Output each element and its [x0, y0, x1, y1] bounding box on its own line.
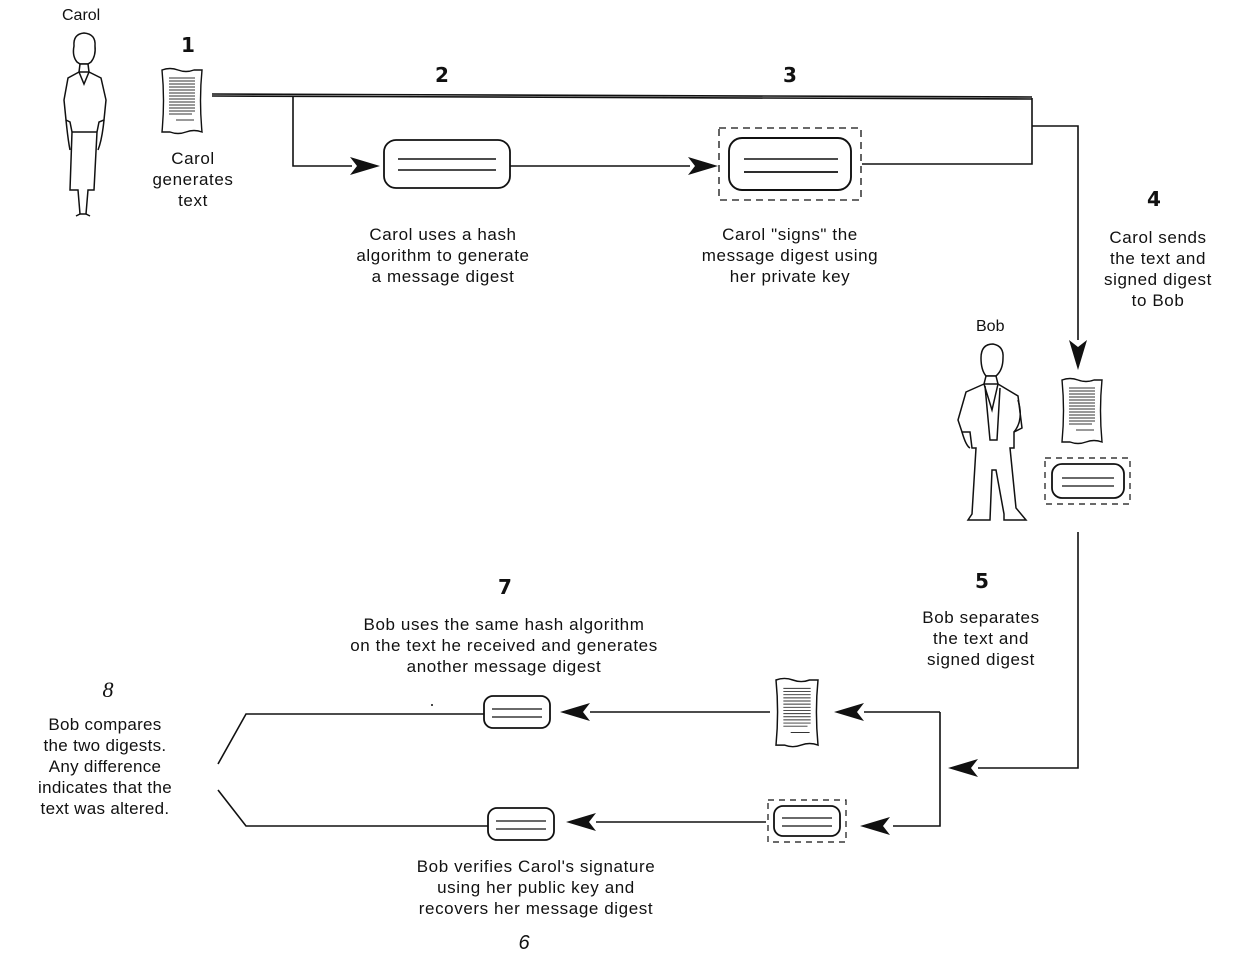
bob-name-label: Bob: [976, 318, 1005, 335]
step-8-number: 8: [102, 677, 114, 702]
step-2-description: Carol uses a hash algorithm to generate …: [356, 225, 530, 286]
step-5-description: Bob separates the text and signed digest: [922, 608, 1040, 669]
separated-signed-digest-icon: [767, 799, 847, 843]
carol-name-label: Carol: [62, 7, 101, 24]
step-1-description: Carol generates text: [152, 149, 234, 210]
step-6-description: Bob verifies Carol's signature using her…: [416, 857, 656, 918]
bob-received-document-icon: [1061, 377, 1103, 445]
bob-flow-lines: [217, 532, 1079, 827]
message-digest-icon: [383, 139, 511, 189]
step-2-number: 2: [435, 63, 449, 87]
step-7-number: 7: [498, 575, 512, 599]
arrowhead-icon: [560, 703, 978, 835]
bob-received-signed-digest-icon: [1044, 457, 1131, 505]
step-3-number: 3: [783, 63, 797, 87]
step-4-description: Carol sends the text and signed digest t…: [1104, 228, 1212, 310]
step-7-description: Bob uses the same hash algorithm on the …: [350, 615, 658, 676]
step-3-description: Carol "signs" the message digest using h…: [701, 225, 879, 286]
woman-figure-icon: [63, 32, 107, 217]
recovered-digest-icon: [487, 807, 555, 841]
signed-digest-icon: [718, 127, 862, 201]
step-6-number: 6: [518, 932, 530, 954]
step-5-number: 5: [975, 569, 989, 593]
carol-text-document-icon: [161, 67, 203, 135]
step-8-description: Bob compares the two digests. Any differ…: [38, 715, 172, 818]
step-1-number: 1: [181, 33, 195, 57]
separated-document-icon: [775, 677, 819, 748]
man-figure-icon: [957, 343, 1028, 521]
step-4-number: 4: [1147, 187, 1161, 211]
generated-digest-icon: [483, 695, 551, 729]
carol-flow-lines: [211, 93, 1079, 340]
